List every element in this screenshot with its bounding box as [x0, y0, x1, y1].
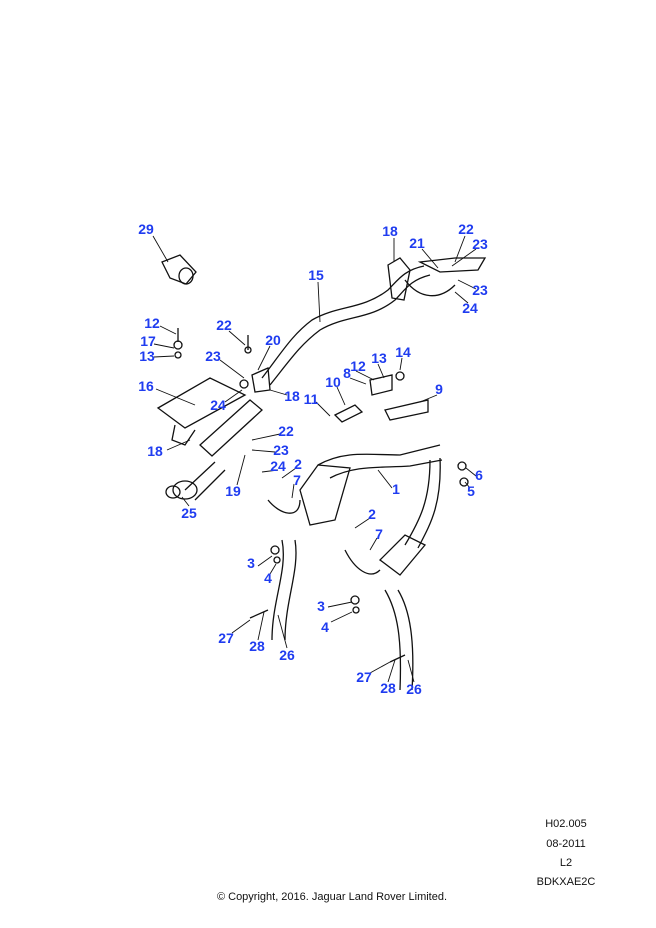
- callout-23[interactable]: 23: [205, 348, 221, 364]
- callout-23[interactable]: 23: [472, 236, 488, 252]
- callout-23[interactable]: 23: [472, 282, 488, 298]
- callout-5[interactable]: 5: [467, 483, 475, 499]
- callout-29[interactable]: 29: [138, 221, 154, 237]
- callout-12[interactable]: 12: [144, 315, 160, 331]
- callout-3[interactable]: 3: [317, 598, 325, 614]
- callout-16[interactable]: 16: [138, 378, 154, 394]
- callout-17[interactable]: 17: [140, 333, 156, 349]
- callout-19[interactable]: 19: [225, 483, 241, 499]
- mount-18: [387, 257, 456, 301]
- callout-21[interactable]: 21: [409, 235, 425, 251]
- callout-6[interactable]: 6: [475, 467, 483, 483]
- callout-25[interactable]: 25: [181, 505, 197, 521]
- callout-20[interactable]: 20: [265, 332, 281, 348]
- callout-13[interactable]: 13: [139, 348, 155, 364]
- callout-9[interactable]: 9: [435, 381, 443, 397]
- callout-18[interactable]: 18: [382, 223, 398, 239]
- callout-24[interactable]: 24: [462, 300, 478, 316]
- callout-28[interactable]: 28: [380, 680, 396, 696]
- callout-4[interactable]: 4: [321, 619, 329, 635]
- callout-14[interactable]: 14: [395, 344, 411, 360]
- callout-12[interactable]: 12: [350, 358, 366, 374]
- callout-7[interactable]: 7: [375, 526, 383, 542]
- diagram-level: L2: [559, 857, 573, 869]
- heat-shield-16: [156, 377, 247, 446]
- callout-24[interactable]: 24: [210, 397, 226, 413]
- callout-27[interactable]: 27: [218, 630, 234, 646]
- callout-28[interactable]: 28: [249, 638, 265, 654]
- callout-22[interactable]: 22: [458, 221, 474, 237]
- callout-22[interactable]: 22: [278, 423, 294, 439]
- rear-muffler: [165, 399, 263, 501]
- callout-26[interactable]: 26: [279, 647, 295, 663]
- callout-2[interactable]: 2: [368, 506, 376, 522]
- callout-23[interactable]: 23: [273, 442, 289, 458]
- copyright-notice: © Copyright, 2016. Jaguar Land Rover Lim…: [216, 891, 448, 903]
- catalyst-left: [267, 444, 443, 641]
- callout-1[interactable]: 1: [392, 481, 400, 497]
- callout-13[interactable]: 13: [371, 350, 387, 366]
- callout-7[interactable]: 7: [293, 472, 301, 488]
- callout-10[interactable]: 10: [325, 374, 341, 390]
- callout-26[interactable]: 26: [406, 681, 422, 697]
- callout-18[interactable]: 18: [147, 443, 163, 459]
- callout-4[interactable]: 4: [264, 570, 272, 586]
- callout-24[interactable]: 24: [270, 458, 286, 474]
- diagram-code: BDKXAE2C: [536, 876, 596, 888]
- callout-22[interactable]: 22: [216, 317, 232, 333]
- callout-11[interactable]: 11: [303, 391, 319, 407]
- diagram-date: 08-2011: [546, 838, 586, 850]
- diagram-reference: H02.005: [545, 818, 587, 830]
- callout-2[interactable]: 2: [294, 456, 302, 472]
- tailpipe-tip-29: [161, 254, 197, 285]
- catalyst-right: [344, 457, 441, 691]
- callout-27[interactable]: 27: [356, 669, 372, 685]
- callout-8[interactable]: 8: [343, 365, 351, 381]
- callout-15[interactable]: 15: [308, 267, 324, 283]
- callout-18[interactable]: 18: [284, 388, 300, 404]
- callout-3[interactable]: 3: [247, 555, 255, 571]
